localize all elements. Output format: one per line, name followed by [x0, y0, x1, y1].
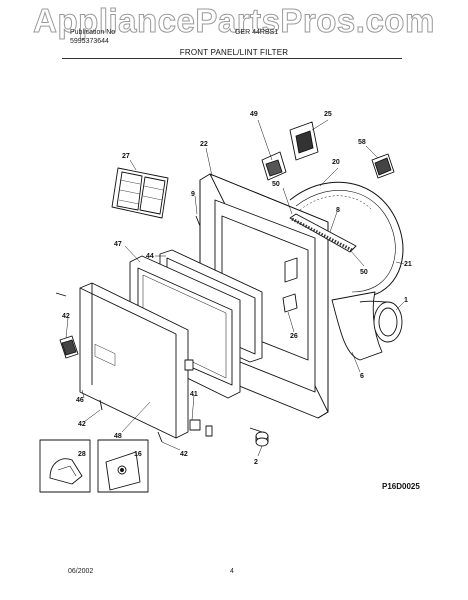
- callout-28: 28: [78, 451, 86, 458]
- inset-box-16: [97, 439, 149, 493]
- callout-49: 49: [250, 111, 258, 118]
- callout-48: 48: [114, 433, 122, 440]
- callout-21: 21: [404, 261, 412, 268]
- callout-6: 6: [360, 373, 364, 380]
- lint-screen-housing-part: [289, 213, 357, 253]
- callout-26: 26: [290, 333, 298, 340]
- callout-1: 1: [404, 297, 408, 304]
- latch-part: [59, 335, 79, 359]
- callout-42-left: 42: [62, 313, 70, 320]
- model-number: GER 44RBS1: [235, 29, 279, 36]
- callout-58: 58: [358, 139, 366, 146]
- foot-cap-part: [255, 431, 269, 447]
- outer-door-part: [79, 282, 189, 439]
- callout-42-bottom: 42: [180, 451, 188, 458]
- connector-part: [371, 153, 395, 179]
- callout-27: 27: [122, 153, 130, 160]
- callout-41: 41: [190, 391, 198, 398]
- lint-filter-part: [111, 167, 169, 219]
- callout-42-mid: 42: [78, 421, 86, 428]
- footer-page-number: 4: [230, 568, 234, 575]
- bracket-part: [282, 257, 298, 313]
- diagram-code: P16D0025: [382, 482, 420, 491]
- footer-date: 06/2002: [68, 568, 94, 575]
- callout-44: 44: [146, 253, 154, 260]
- callout-47: 47: [114, 241, 122, 248]
- callout-2: 2: [254, 459, 258, 466]
- watermark: AppliancePartsPros.com: [33, 2, 435, 40]
- callout-22: 22: [200, 141, 208, 148]
- leader-lines: [65, 119, 405, 457]
- callout-25: 25: [324, 111, 332, 118]
- door-switch-part: [261, 121, 319, 181]
- page-title: FRONT PANEL/LINT FILTER: [179, 48, 289, 57]
- duct-part: [331, 291, 403, 361]
- callout-50-lower: 50: [360, 269, 368, 276]
- callout-8: 8: [336, 207, 340, 214]
- header-rule: [62, 58, 402, 59]
- callout-46: 46: [76, 397, 84, 404]
- inset-box-28: [39, 439, 91, 493]
- publication-number: 5995373644: [70, 38, 109, 45]
- callout-20: 20: [332, 159, 340, 166]
- callout-labels: 49 25 58 27 22 20 9 50 8 47 44 21 50 1 4…: [62, 111, 412, 466]
- callout-9: 9: [191, 191, 195, 198]
- publication-line: Publication No: [70, 29, 116, 36]
- callout-16: 16: [134, 451, 142, 458]
- hinge-part: [184, 359, 213, 437]
- callout-50-upper: 50: [272, 181, 280, 188]
- screw-parts: [55, 215, 263, 443]
